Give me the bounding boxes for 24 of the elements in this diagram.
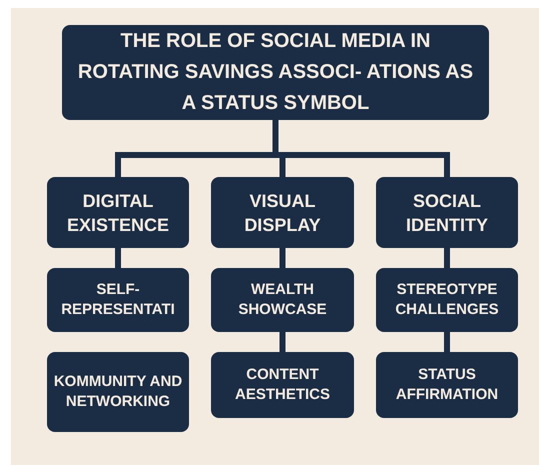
box-label: KOMMUNITY AND NETWORKING [52,372,184,412]
item-box [47,352,189,432]
box-label: CONTENT AESTHETICS [234,365,331,405]
box-label: WEALTH SHOWCASE [237,280,328,320]
title-text: THE ROLE OF SOCIAL MEDIA IN ROTATING SAVINGS ASSOCI- ATIONS AS A STATUS SYMBOL [76,29,474,116]
connector-line [115,248,121,268]
connector-line [444,248,450,268]
connector-line [280,248,286,268]
box-label: SOCIAL IDENTITY [404,190,489,236]
item-box [47,268,189,332]
category-box [376,177,518,248]
category-box [47,177,189,248]
box-label: STEREOTYPE CHALLENGES [394,280,500,320]
category-box [211,177,354,248]
item-box [211,268,354,332]
box-label: DIGITAL EXISTENCE [66,190,170,236]
box-label: STATUS AFFIRMATION [394,365,500,405]
item-box [211,352,354,418]
box-label: VISUAL DISPLAY [243,190,322,236]
connector-line [280,332,286,352]
item-box [376,268,518,332]
connector-line [444,332,450,352]
item-box [376,352,518,418]
box-label: SELF-REPRESENTATI [60,280,176,320]
